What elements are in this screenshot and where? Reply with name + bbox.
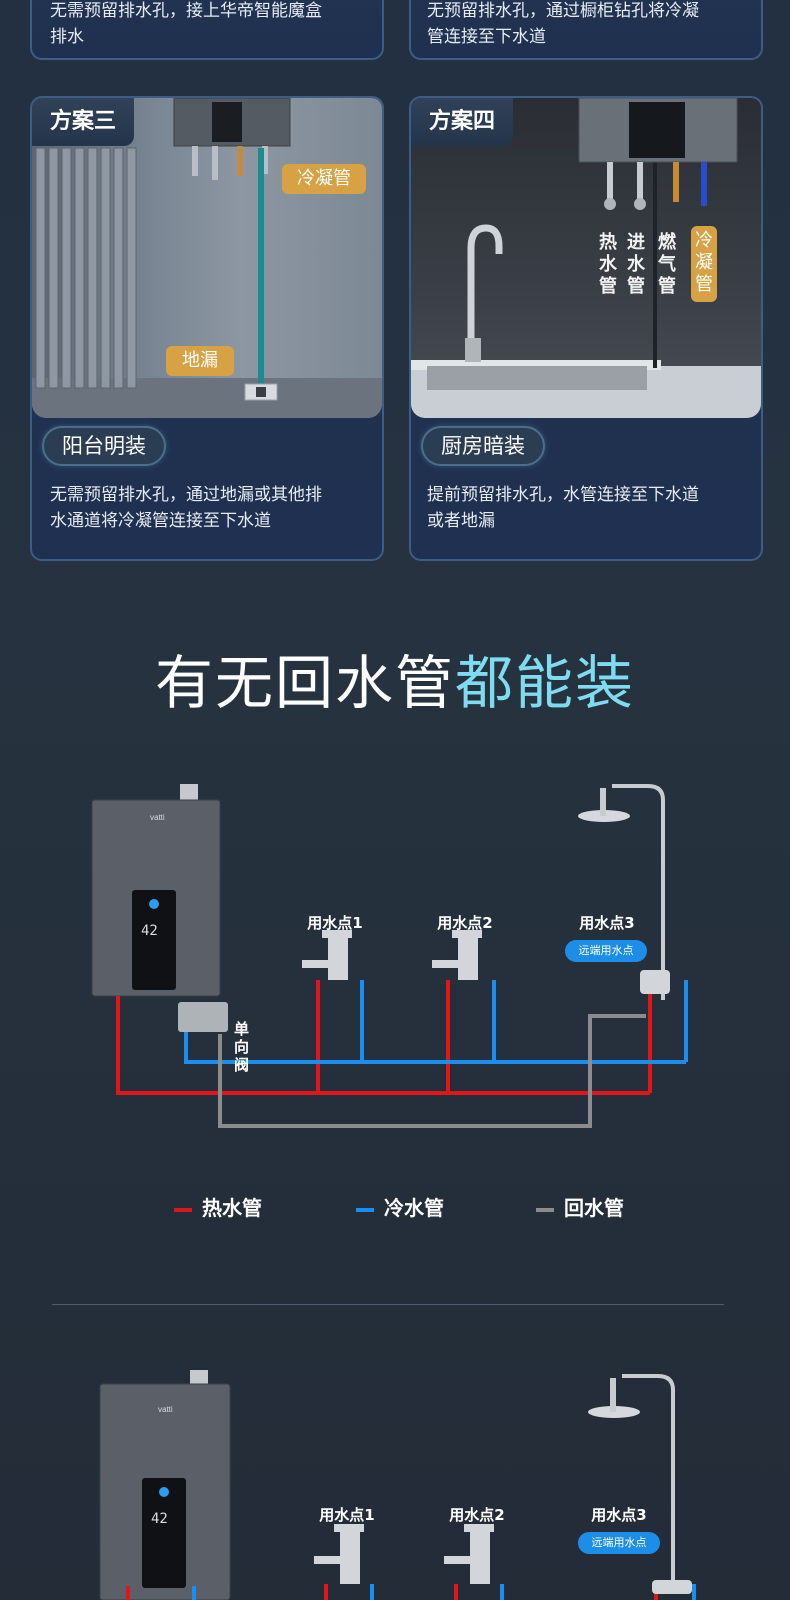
remote-point-badge: 远端用水点 <box>565 940 647 962</box>
faucet-2-icon <box>444 1524 494 1584</box>
faucet-1-icon <box>314 1524 364 1584</box>
headline-cyan: 都能装 <box>455 649 636 717</box>
heater-brand: vatti <box>150 813 165 822</box>
plan4-description: 提前预留排水孔，水管连接至下水道 或者地漏 <box>427 485 699 531</box>
water-point-2-label: 用水点2 <box>437 914 493 932</box>
legend-hot: 热水管 <box>174 1192 262 1221</box>
kitchen-illustration <box>411 98 761 418</box>
condensate-pipe-label: 冷 凝 管 <box>691 226 717 302</box>
plan3-photo: 方案三 冷凝管 地漏 <box>32 98 382 418</box>
legend-cold: 冷水管 <box>356 1192 444 1221</box>
diagram-without-return: vatti 42 用水点1 用水点2 用水点3 远端用水点 <box>0 1360 790 1600</box>
check-valve-label: 单 向 阀 <box>234 1020 250 1074</box>
balcony-illustration <box>32 98 382 418</box>
plan1-card: 无需预留排水孔，接上华帝智能魔盒 排水 <box>30 0 384 60</box>
water-point-3-label: 用水点3 <box>579 914 635 932</box>
piping-diagram-1: vatti 42 <box>91 784 688 1128</box>
remote-point-badge: 远端用水点 <box>578 1532 660 1554</box>
section-headline: 有无回水管都能装 <box>0 636 790 720</box>
water-point-3-label: 用水点3 <box>591 1506 647 1524</box>
plan4-photo: 方案四 热 水 管 进 水 管 燃 气 管 冷 凝 管 <box>411 98 761 418</box>
legend-cold-label: 冷水管 <box>384 1196 444 1220</box>
plan3-tag: 方案三 <box>32 98 135 146</box>
inlet-pipe-label: 进 水 管 <box>627 232 645 297</box>
plan2-card: 无预留排水孔，通过橱柜钻孔将冷凝 管连接至下水道 <box>409 0 763 60</box>
legend-return-label: 回水管 <box>564 1196 624 1220</box>
faucet-1-icon <box>302 930 352 980</box>
headline-white: 有无回水管 <box>154 649 455 717</box>
condensate-pipe-label: 冷凝管 <box>282 164 366 194</box>
hot-water-pipe-label: 热 水 管 <box>599 232 617 297</box>
floor-drain-label: 地漏 <box>166 346 234 376</box>
heater-display: 42 <box>151 1511 168 1527</box>
plan4-tag: 方案四 <box>411 98 514 146</box>
water-point-1-label: 用水点1 <box>307 914 363 932</box>
section-divider <box>52 1304 724 1305</box>
legend-return: 回水管 <box>536 1192 624 1221</box>
plan1-description: 无需预留排水孔，接上华帝智能魔盒 排水 <box>50 1 322 47</box>
heater-brand: vatti <box>158 1405 173 1414</box>
faucet-2-icon <box>432 930 482 980</box>
plan3-description: 无需预留排水孔，通过地漏或其他排 水通道将冷凝管连接至下水道 <box>50 485 322 531</box>
piping-diagram-2: vatti 42 <box>99 1370 696 1600</box>
plan2-description: 无预留排水孔，通过橱柜钻孔将冷凝 管连接至下水道 <box>427 1 699 47</box>
plan4-card: 方案四 热 水 管 进 水 管 燃 气 管 冷 凝 管 厨房暗装 提前预留排水孔… <box>409 96 763 561</box>
plan4-title: 厨房暗装 <box>421 426 545 466</box>
water-point-2-label: 用水点2 <box>449 1506 505 1524</box>
plan3-card: 方案三 冷凝管 地漏 阳台明装 无需预留排水孔，通过地漏或其他排 水通道将冷凝管… <box>30 96 384 561</box>
water-point-1-label: 用水点1 <box>319 1506 375 1524</box>
diagram-with-return: vatti 42 用水点1 用水点 <box>0 770 790 1190</box>
plan3-title: 阳台明装 <box>42 426 166 466</box>
heater-display: 42 <box>141 923 158 939</box>
legend-hot-label: 热水管 <box>202 1196 262 1220</box>
gas-pipe-label: 燃 气 管 <box>658 232 676 297</box>
